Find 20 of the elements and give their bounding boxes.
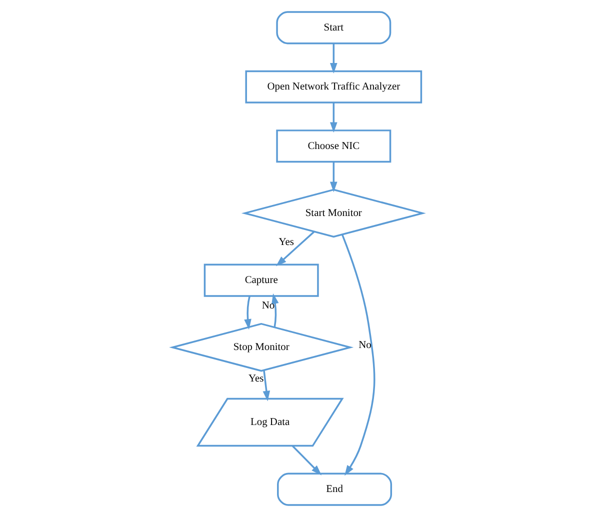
arrow [340,234,375,476]
edge-label: Yes [278,237,294,248]
node-box: Choose NIC [276,130,391,163]
arrow [271,293,278,328]
edge-label: No [358,340,371,351]
arrow [329,102,337,133]
arrow [244,296,251,330]
arrow [262,370,270,402]
node-box: Open Network Traffic Analyzer [244,70,422,104]
node-box: Start [276,11,391,44]
edge-label: No [261,300,274,312]
node-box: Capture [203,264,318,297]
edge-label: Yes [248,374,264,385]
arrow [275,231,314,266]
arrow [329,44,337,74]
arrow [291,445,322,476]
node-diamond: Start Monitor [240,188,426,238]
arrow [329,162,337,192]
node-box: End [276,472,392,506]
node-diamond: Stop Monitor [168,322,354,372]
